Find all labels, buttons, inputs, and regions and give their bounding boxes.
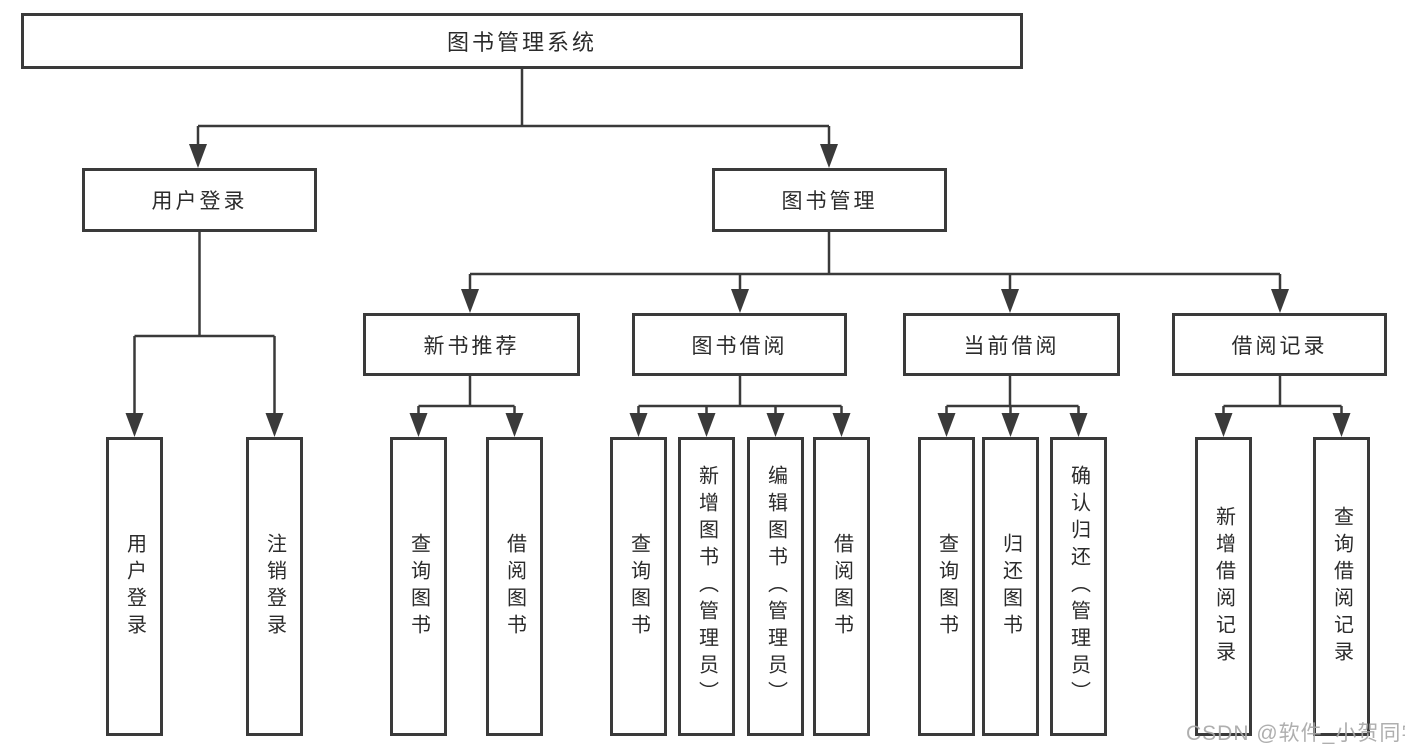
leaf-current-query-books: 查询图书 xyxy=(918,437,975,736)
connector-borrow-children xyxy=(637,376,843,415)
arrowhead-current-query xyxy=(937,413,956,437)
leaf-current-confirm-return-admin: 确认归还（管理员） xyxy=(1050,437,1107,736)
connector-book-management-children xyxy=(468,232,1282,291)
arrowhead-user-login xyxy=(189,144,207,168)
leaf-records-add-record-label: 新增借阅记录 xyxy=(1212,505,1235,668)
node-borrow-records: 借阅记录 xyxy=(1172,313,1387,376)
leaf-logout-label: 注销登录 xyxy=(263,532,286,641)
connector-records-children xyxy=(1222,376,1343,415)
leaf-current-return-books: 归还图书 xyxy=(982,437,1039,736)
leaf-borrow-edit-books-admin: 编辑图书（管理员） xyxy=(747,437,804,736)
leaf-records-query-record: 查询借阅记录 xyxy=(1313,437,1370,736)
connector-user-login-children xyxy=(133,232,276,415)
node-root-label: 图书管理系统 xyxy=(446,30,597,55)
arrowhead-borrow-query xyxy=(629,413,648,437)
arrowhead-borrow-records xyxy=(1271,289,1289,313)
node-current-borrow: 当前借阅 xyxy=(903,313,1120,376)
arrowhead-book-borrow xyxy=(731,289,749,313)
leaf-borrow-add-books-admin: 新增图书（管理员） xyxy=(678,437,735,736)
leaf-recommend-query-books-label: 查询图书 xyxy=(407,532,430,641)
node-root: 图书管理系统 xyxy=(21,13,1023,69)
arrowhead-book-management xyxy=(820,144,838,168)
leaf-recommend-borrow-books: 借阅图书 xyxy=(486,437,543,736)
leaf-current-query-books-label: 查询图书 xyxy=(935,532,958,641)
leaf-current-confirm-return-admin-label: 确认归还（管理员） xyxy=(1067,465,1090,708)
node-book-borrow: 图书借阅 xyxy=(632,313,847,376)
node-new-book-recommend-label: 新书推荐 xyxy=(423,334,520,358)
leaf-borrow-edit-books-admin-label: 编辑图书（管理员） xyxy=(764,465,787,708)
arrowhead-current-borrow xyxy=(1001,289,1019,313)
leaf-current-return-books-label: 归还图书 xyxy=(999,532,1022,641)
leaf-user-login: 用户登录 xyxy=(106,437,163,736)
connector-recommend-children xyxy=(417,376,516,415)
arrowhead-borrow-borrow xyxy=(832,413,851,437)
arrowhead-records-query xyxy=(1332,413,1351,437)
arrowhead-records-add xyxy=(1214,413,1233,437)
node-borrow-records-label: 借阅记录 xyxy=(1231,334,1328,358)
arrowhead-recommend-borrow xyxy=(505,413,524,437)
node-book-management-label: 图书管理 xyxy=(781,190,878,213)
leaf-borrow-query-books-label: 查询图书 xyxy=(627,532,650,641)
arrowhead-new-book-recommend xyxy=(461,289,479,313)
connector-current-children xyxy=(945,376,1080,415)
node-current-borrow-label: 当前借阅 xyxy=(963,334,1060,358)
leaf-recommend-borrow-books-label: 借阅图书 xyxy=(503,532,526,641)
leaf-records-query-record-label: 查询借阅记录 xyxy=(1330,505,1353,668)
arrowhead-borrow-edit xyxy=(766,413,785,437)
leaf-borrow-borrow-books: 借阅图书 xyxy=(813,437,870,736)
connector-root-to-level2 xyxy=(196,69,831,146)
node-new-book-recommend: 新书推荐 xyxy=(363,313,580,376)
node-book-borrow-label: 图书借阅 xyxy=(691,334,788,358)
arrowhead-recommend-query xyxy=(409,413,428,437)
leaf-records-add-record: 新增借阅记录 xyxy=(1195,437,1252,736)
arrowhead-leaf-user-login xyxy=(125,413,144,437)
leaf-user-login-label: 用户登录 xyxy=(123,532,146,641)
leaf-borrow-add-books-admin-label: 新增图书（管理员） xyxy=(695,465,718,708)
node-user-login: 用户登录 xyxy=(82,168,317,232)
arrowhead-current-return xyxy=(1001,413,1020,437)
arrowhead-current-confirm xyxy=(1069,413,1088,437)
arrowhead-leaf-logout xyxy=(265,413,284,437)
node-book-management: 图书管理 xyxy=(712,168,947,232)
leaf-recommend-query-books: 查询图书 xyxy=(390,437,447,736)
arrowhead-borrow-add xyxy=(697,413,716,437)
leaf-borrow-query-books: 查询图书 xyxy=(610,437,667,736)
node-user-login-label: 用户登录 xyxy=(151,190,248,213)
leaf-logout: 注销登录 xyxy=(246,437,303,736)
leaf-borrow-borrow-books-label: 借阅图书 xyxy=(830,532,853,641)
